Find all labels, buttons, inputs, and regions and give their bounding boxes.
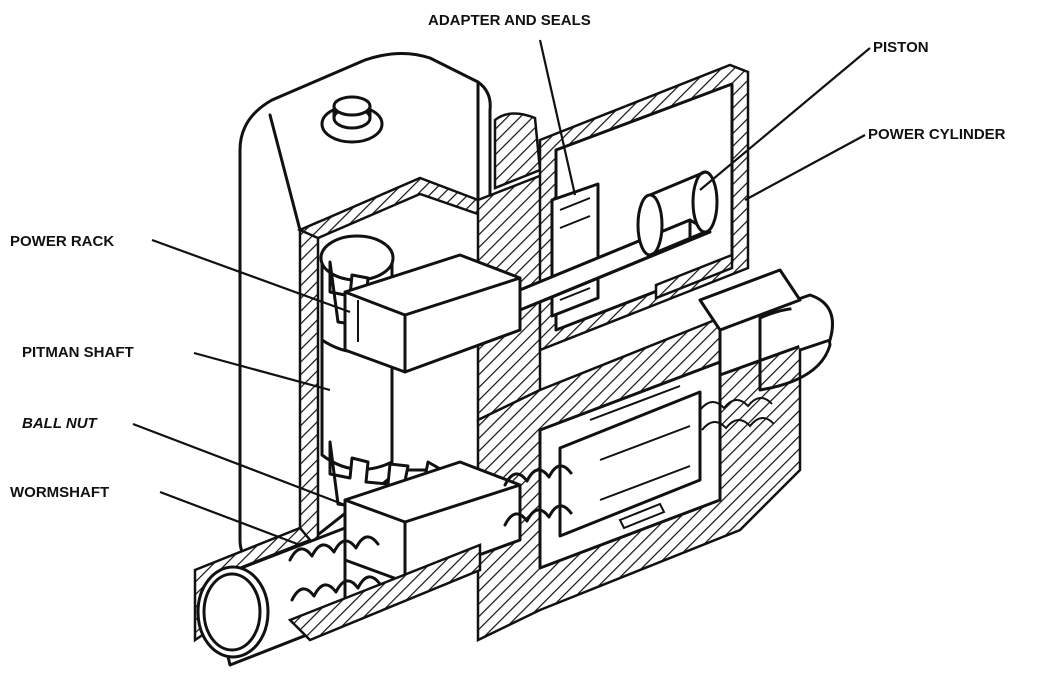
label-piston: PISTON [873, 39, 929, 56]
label-power-rack: POWER RACK [10, 233, 114, 250]
leader-adapter-and-seals [538, 39, 577, 196]
adapter-flange [493, 112, 542, 190]
input-shaft [698, 268, 834, 392]
label-power-cylinder: POWER CYLINDER [868, 126, 1006, 143]
valve-housing-lower [476, 293, 802, 642]
leader-pitman-shaft [193, 351, 331, 392]
leader-ball-nut [132, 422, 346, 507]
valve-worm-thread [699, 397, 775, 431]
power-rack-block [343, 253, 522, 374]
label-wormshaft: WORMSHAFT [10, 484, 109, 501]
label-ball-nut: BALL NUT [22, 415, 99, 432]
top-bolt [320, 95, 384, 144]
leader-power-rack [151, 238, 351, 314]
wormshaft [193, 464, 573, 667]
leader-wormshaft [159, 490, 301, 547]
leader-piston [699, 47, 871, 191]
leader-power-cylinder [744, 134, 866, 201]
label-adapter-and-seals: ADAPTER AND SEALS [428, 12, 591, 29]
piston [636, 170, 719, 257]
label-pitman-shaft: PITMAN SHAFT [22, 344, 134, 361]
power-cylinder [518, 63, 750, 352]
